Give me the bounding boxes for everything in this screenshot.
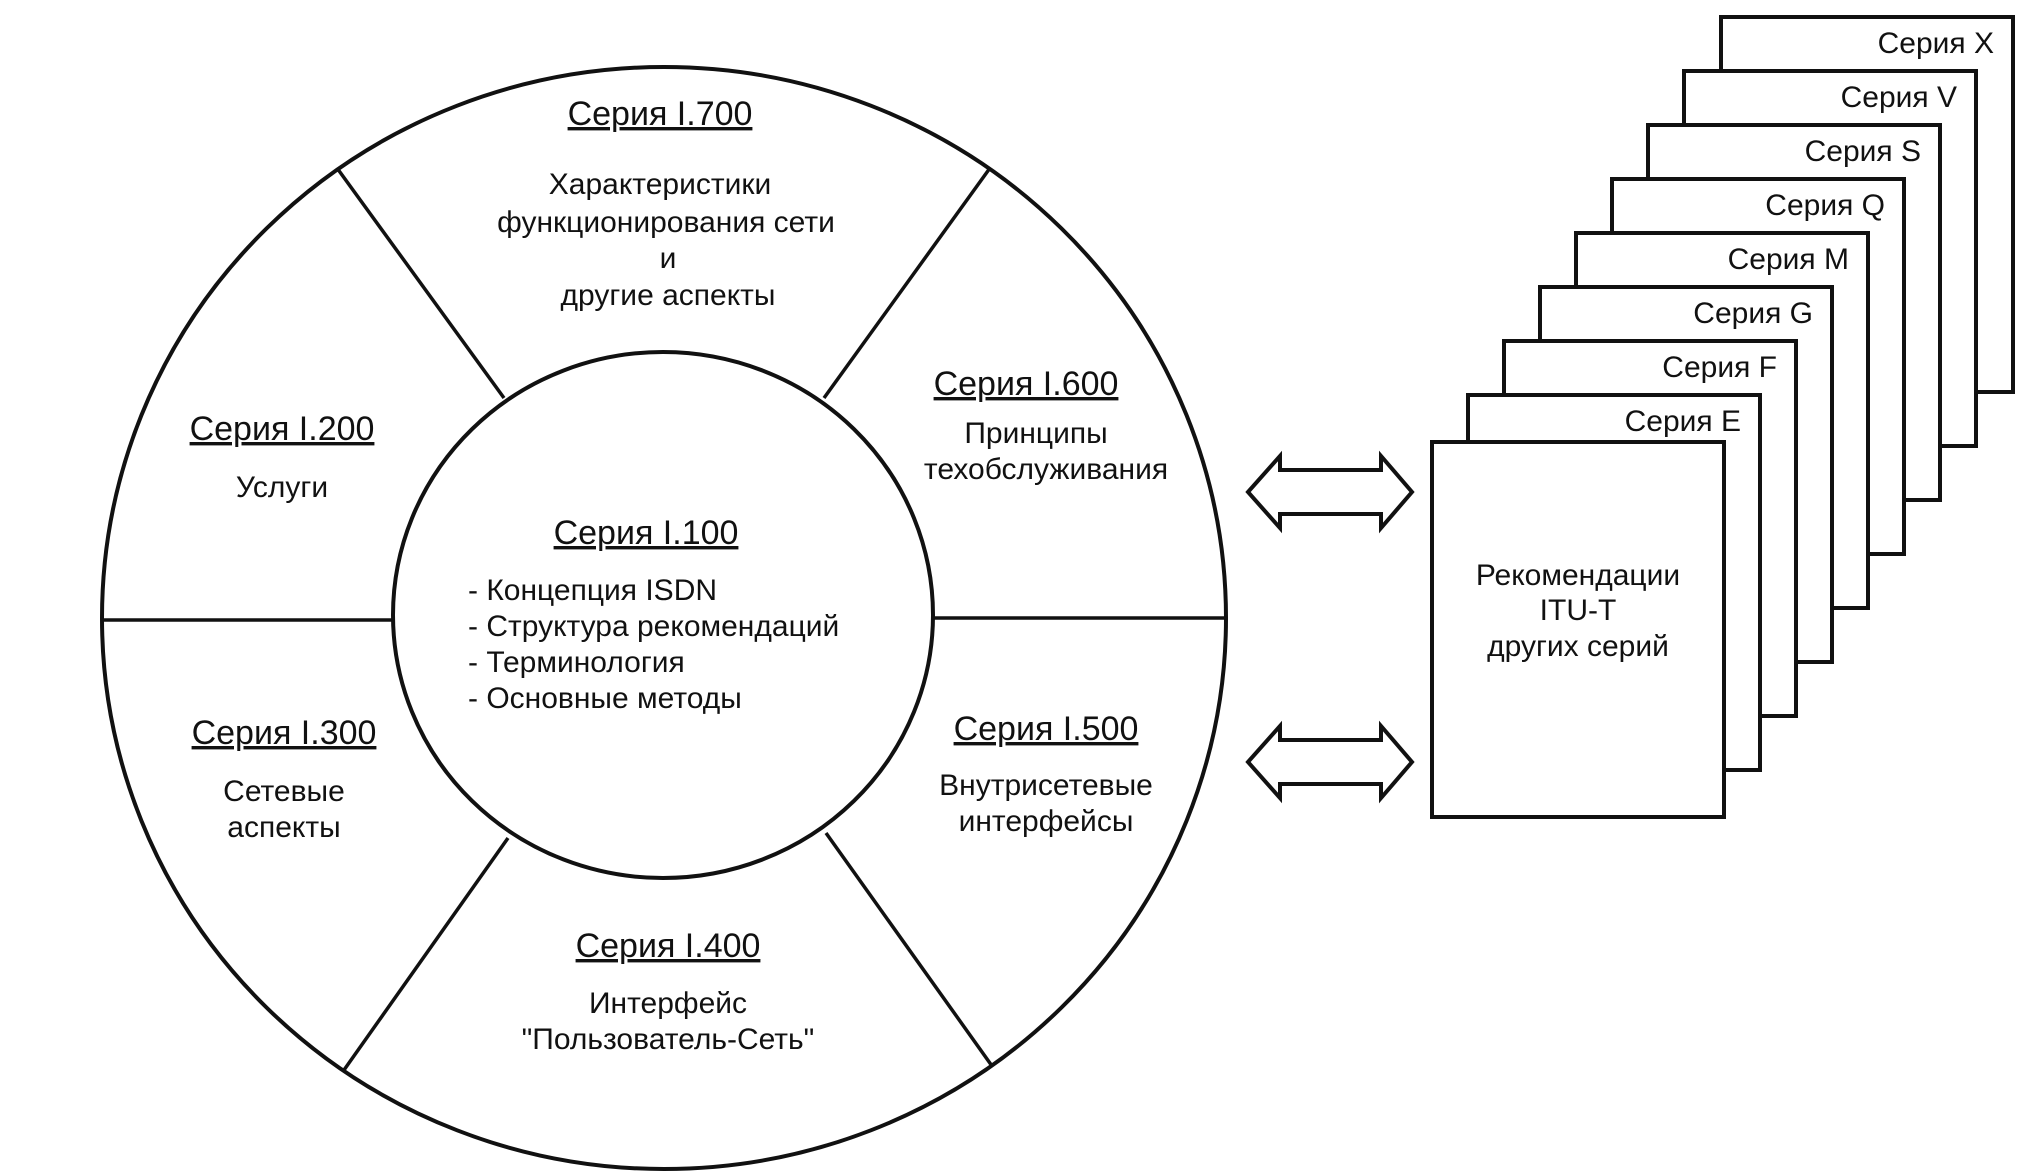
center-item: - Структура рекомендаций xyxy=(468,610,839,643)
sector-text: другие аспекты xyxy=(561,279,776,312)
sector-text: техобслуживания xyxy=(924,453,1168,486)
sheet-label: Серия M xyxy=(1728,243,1849,276)
sector-text: Услуги xyxy=(236,471,328,504)
divider-top-left xyxy=(335,166,506,400)
sector-text: Принципы xyxy=(964,417,1107,450)
sheet-stack: Серия X Серия V Серия S Серия Q Серия M … xyxy=(1430,15,2015,819)
front-sheet-text: Рекомендации xyxy=(1476,559,1680,592)
sector-text: "Пользователь-Сеть" xyxy=(522,1023,815,1056)
sector-text: и xyxy=(660,242,677,275)
center-title: Серия I.100 xyxy=(554,514,739,552)
front-sheet-text: других серий xyxy=(1487,630,1669,663)
sector-i400: Серия I.400 Интерфейс "Пользователь-Сеть… xyxy=(522,927,815,1056)
sheet-label: Серия E xyxy=(1625,405,1741,438)
sector-i700: Серия I.700 Характеристики функционирова… xyxy=(497,95,835,312)
front-sheet-text: ITU-T xyxy=(1540,594,1617,627)
sector-title: Серия I.400 xyxy=(576,927,761,965)
inner-circle xyxy=(391,350,935,880)
center-block: Серия I.100 - Концепция ISDN - Структура… xyxy=(468,514,839,715)
sector-i300: Серия I.300 Сетевые аспекты xyxy=(192,714,377,844)
sheet-label: Серия G xyxy=(1693,297,1813,330)
sector-i600: Серия I.600 Принципы техобслуживания xyxy=(924,365,1168,486)
center-item: - Терминология xyxy=(468,646,685,679)
sheet-label: Серия S xyxy=(1805,135,1921,168)
double-arrow-lower-icon xyxy=(1245,720,1415,804)
sheet-label: Серия Q xyxy=(1765,189,1885,222)
sheet-label: Серия F xyxy=(1662,351,1777,384)
sector-text: Интерфейс xyxy=(589,987,747,1020)
sector-text: Сетевые xyxy=(223,775,345,808)
sector-title: Серия I.500 xyxy=(954,710,1139,748)
sheet-label: Серия X xyxy=(1878,27,1994,60)
sheet-front xyxy=(1430,440,1726,819)
divider-bottom-right xyxy=(824,831,994,1068)
sector-text: Внутрисетевые xyxy=(939,769,1153,802)
sector-text: функционирования сети xyxy=(497,206,835,239)
sector-i200: Серия I.200 Услуги xyxy=(190,410,375,504)
center-item: - Концепция ISDN xyxy=(468,574,717,607)
sector-i500: Серия I.500 Внутрисетевые интерфейсы xyxy=(939,710,1153,838)
sheet-label: Серия V xyxy=(1841,81,1957,114)
sector-text: аспекты xyxy=(227,811,340,844)
sector-title: Серия I.700 xyxy=(568,95,753,133)
divider-top-right xyxy=(822,166,992,400)
sector-text: интерфейсы xyxy=(959,805,1134,838)
double-arrow-upper-icon xyxy=(1245,450,1415,534)
center-item: - Основные методы xyxy=(468,682,742,715)
sector-title: Серия I.300 xyxy=(192,714,377,752)
sector-text: Характеристики xyxy=(549,168,771,201)
sector-title: Серия I.200 xyxy=(190,410,375,448)
divider-bottom-left xyxy=(342,836,510,1072)
sector-title: Серия I.600 xyxy=(934,365,1119,403)
